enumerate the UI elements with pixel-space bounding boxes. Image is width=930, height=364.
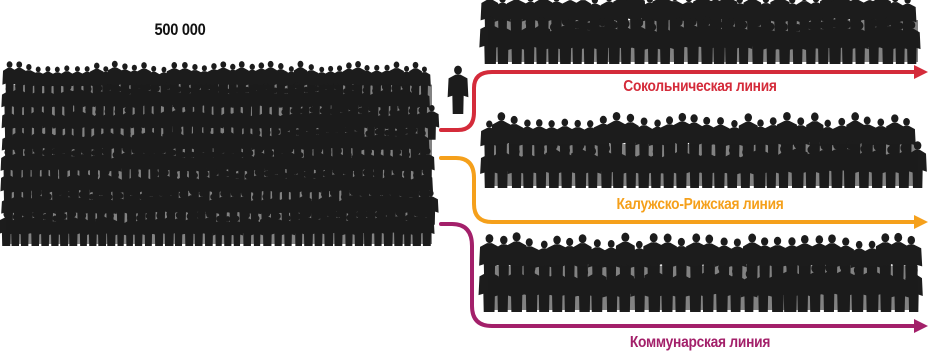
arrow-kaluzhsko-rizhskaya-head-icon [914,215,928,229]
big-crowd-image [0,61,439,246]
line-label-sokolnicheskaya: Сокольническая линия [580,78,821,96]
crowd-kommunarskaya [479,232,923,312]
arrow-sokolnicheskaya-head-icon [914,65,928,79]
person-icon [448,66,469,114]
crowd-kaluzhsko-rizhskaya [480,112,927,188]
arrow-kommunarskaya-head-icon [914,319,928,333]
big-crowd-count-label: 500 000 [128,20,231,40]
line-label-kaluzhsko-rizhskaya: Калужско-Рижская линия [580,196,821,214]
crowd-sokolnicheskaya [479,0,920,64]
line-label-kommunarskaya: Коммунарская линия [580,334,821,352]
